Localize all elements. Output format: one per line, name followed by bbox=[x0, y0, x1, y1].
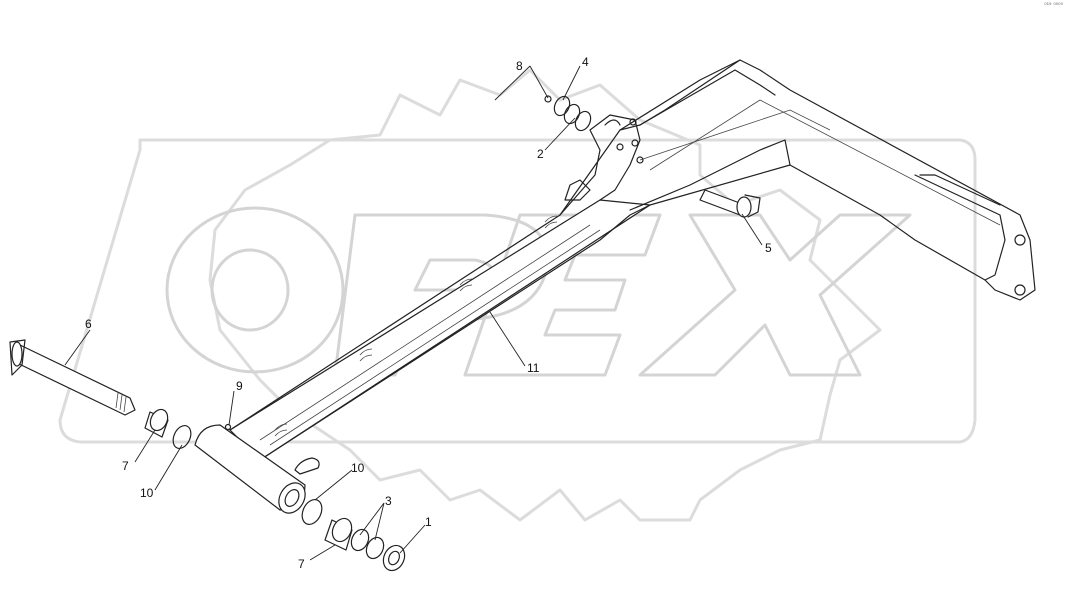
ring-part-10-right bbox=[301, 499, 323, 525]
callout-3: 3 bbox=[385, 494, 392, 508]
callout-2: 2 bbox=[537, 147, 544, 161]
grease-nipple-part-9 bbox=[224, 423, 232, 431]
corner-mark: ⁰¹⁹ ⁰⁰⁰⁰ bbox=[1044, 2, 1063, 9]
callout-9: 9 bbox=[236, 379, 243, 393]
bushing-part-7-right bbox=[324, 517, 353, 551]
ring-part-2-a bbox=[563, 103, 581, 125]
boom-part-11 bbox=[229, 59, 1036, 475]
ring-part-4 bbox=[553, 95, 571, 117]
tube bbox=[194, 424, 306, 514]
callout-7-left: 7 bbox=[122, 459, 129, 473]
callout-1: 1 bbox=[425, 515, 432, 529]
callout-4: 4 bbox=[582, 55, 589, 69]
leader-lines bbox=[64, 65, 763, 561]
callout-10-left: 10 bbox=[140, 486, 154, 500]
callout-10-right: 10 bbox=[351, 461, 365, 475]
bushing-part-7-left bbox=[144, 408, 169, 438]
watermark-letters bbox=[165, 206, 912, 377]
pin-part-5 bbox=[699, 189, 761, 218]
ring-part-10-left bbox=[172, 425, 192, 449]
callout-labels: 8 4 2 5 6 9 11 7 10 10 3 1 7 bbox=[85, 55, 772, 571]
callout-6: 6 bbox=[85, 317, 92, 331]
pin-part-6 bbox=[9, 339, 136, 416]
callout-5: 5 bbox=[765, 241, 772, 255]
ring-part-3-b bbox=[365, 536, 385, 560]
nut-part-1 bbox=[382, 544, 406, 572]
callout-7-right: 7 bbox=[298, 557, 305, 571]
callout-11: 11 bbox=[527, 361, 540, 375]
callout-8: 8 bbox=[516, 59, 523, 73]
watermark-gear bbox=[58, 68, 977, 522]
ring-part-3-a bbox=[350, 528, 370, 552]
grease-nipple-part-8 bbox=[544, 95, 552, 103]
ring-part-2-b bbox=[574, 110, 592, 132]
